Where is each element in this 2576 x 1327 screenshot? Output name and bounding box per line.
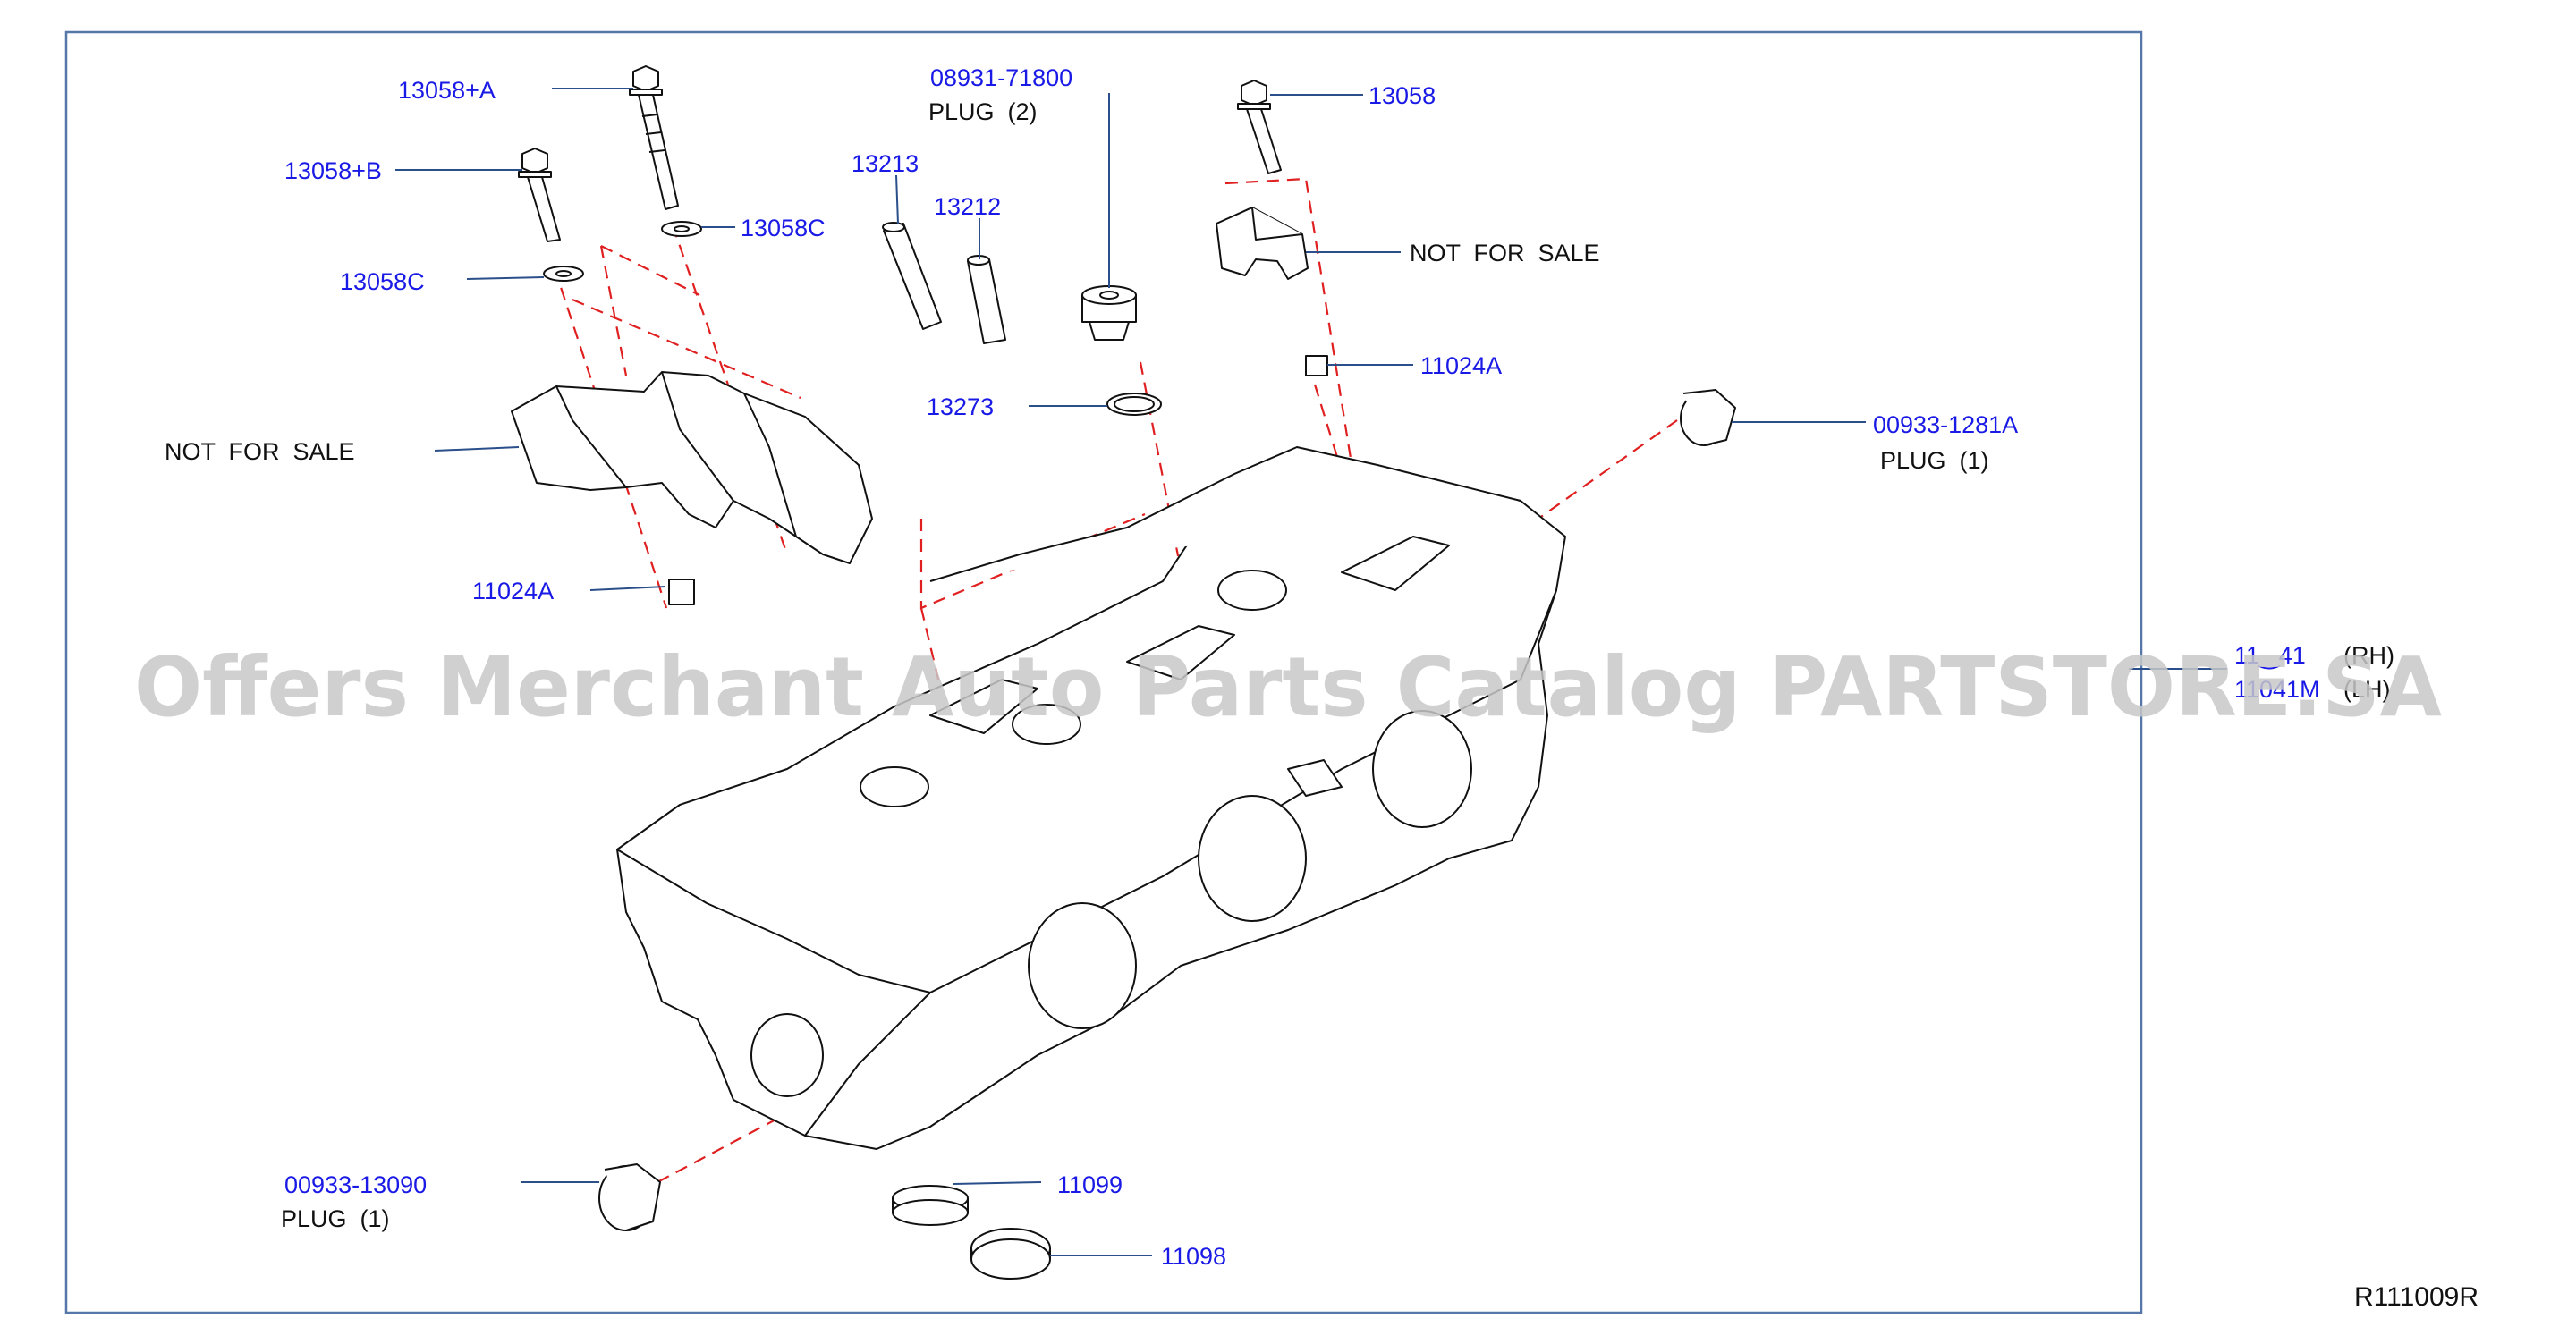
callout-cylinder-head-rh[interactable]: 11‿41: [2234, 642, 2306, 669]
diagram-code: R111009R: [2354, 1282, 2479, 1312]
seal-11099-icon: [892, 1185, 969, 1226]
callout-cylinder-head-lh[interactable]: 11041M: [2234, 676, 2320, 703]
callout-13058-b[interactable]: 13058+B: [284, 157, 382, 184]
note-lh: (LH): [2343, 676, 2391, 703]
camshaft-bracket-left-icon: [511, 371, 873, 564]
callout-00933-1281a[interactable]: 00933-1281A: [1873, 411, 2018, 438]
note-plug-1-bottom: PLUG (1): [281, 1205, 390, 1232]
valve-guide-13212-icon: [967, 255, 1006, 344]
seal-11098-icon: [970, 1228, 1051, 1280]
callout-11098[interactable]: 11098: [1161, 1243, 1226, 1270]
part-drawings: [511, 65, 1736, 1280]
note-labels: PLUG (2) NOT FOR SALE NOT FOR SALE PLUG …: [165, 98, 2479, 1312]
diagram-frame: [64, 30, 2143, 1314]
callout-00933-13090[interactable]: 00933-13090: [284, 1171, 427, 1198]
callout-11024a-right[interactable]: 11024A: [1420, 352, 1502, 379]
bolt-13058-b-icon: [518, 148, 561, 242]
callout-13058[interactable]: 13058: [1368, 82, 1436, 109]
callout-11024a-left[interactable]: 11024A: [472, 578, 554, 604]
dowel-11024a-right-icon: [1305, 355, 1328, 376]
note-plug-2: PLUG (2): [928, 98, 1038, 125]
dowel-11024a-left-icon: [668, 579, 695, 605]
callout-13058c-left[interactable]: 13058C: [340, 268, 425, 295]
note-not-for-sale-left: NOT FOR SALE: [165, 438, 355, 465]
bolt-13058-a-icon: [629, 65, 679, 210]
callout-13273[interactable]: 13273: [927, 393, 994, 420]
valve-guide-13213-icon: [882, 222, 942, 330]
callout-13058c-top[interactable]: 13058C: [741, 215, 826, 241]
callout-13212[interactable]: 13212: [934, 193, 1001, 220]
callout-13213[interactable]: 13213: [852, 150, 919, 177]
callout-11099[interactable]: 11099: [1057, 1171, 1123, 1198]
callout-13058-a[interactable]: 13058+A: [398, 77, 496, 104]
note-plug-1-right: PLUG (1): [1880, 447, 1989, 474]
note-rh: (RH): [2343, 642, 2394, 669]
note-not-for-sale-right: NOT FOR SALE: [1410, 240, 1600, 266]
watermark-text: Offers Merchant Auto Parts Catalog PARTS…: [134, 639, 2442, 735]
plug-00933-13090-icon: [598, 1163, 661, 1231]
leader-lines: [395, 88, 2227, 1256]
callout-08931-71800[interactable]: 08931-71800: [930, 64, 1072, 91]
bolt-13058-icon: [1237, 80, 1282, 174]
plug-00933-1281a-icon: [1680, 389, 1736, 446]
cylinder-head-icon: [616, 446, 1566, 1150]
camshaft-cap-right-icon: [1216, 207, 1309, 280]
plug-08931-71800-icon: [1081, 285, 1137, 341]
callout-labels: 13058+A 13058+B 13058C 13058C 13213 1321…: [284, 64, 2320, 1270]
